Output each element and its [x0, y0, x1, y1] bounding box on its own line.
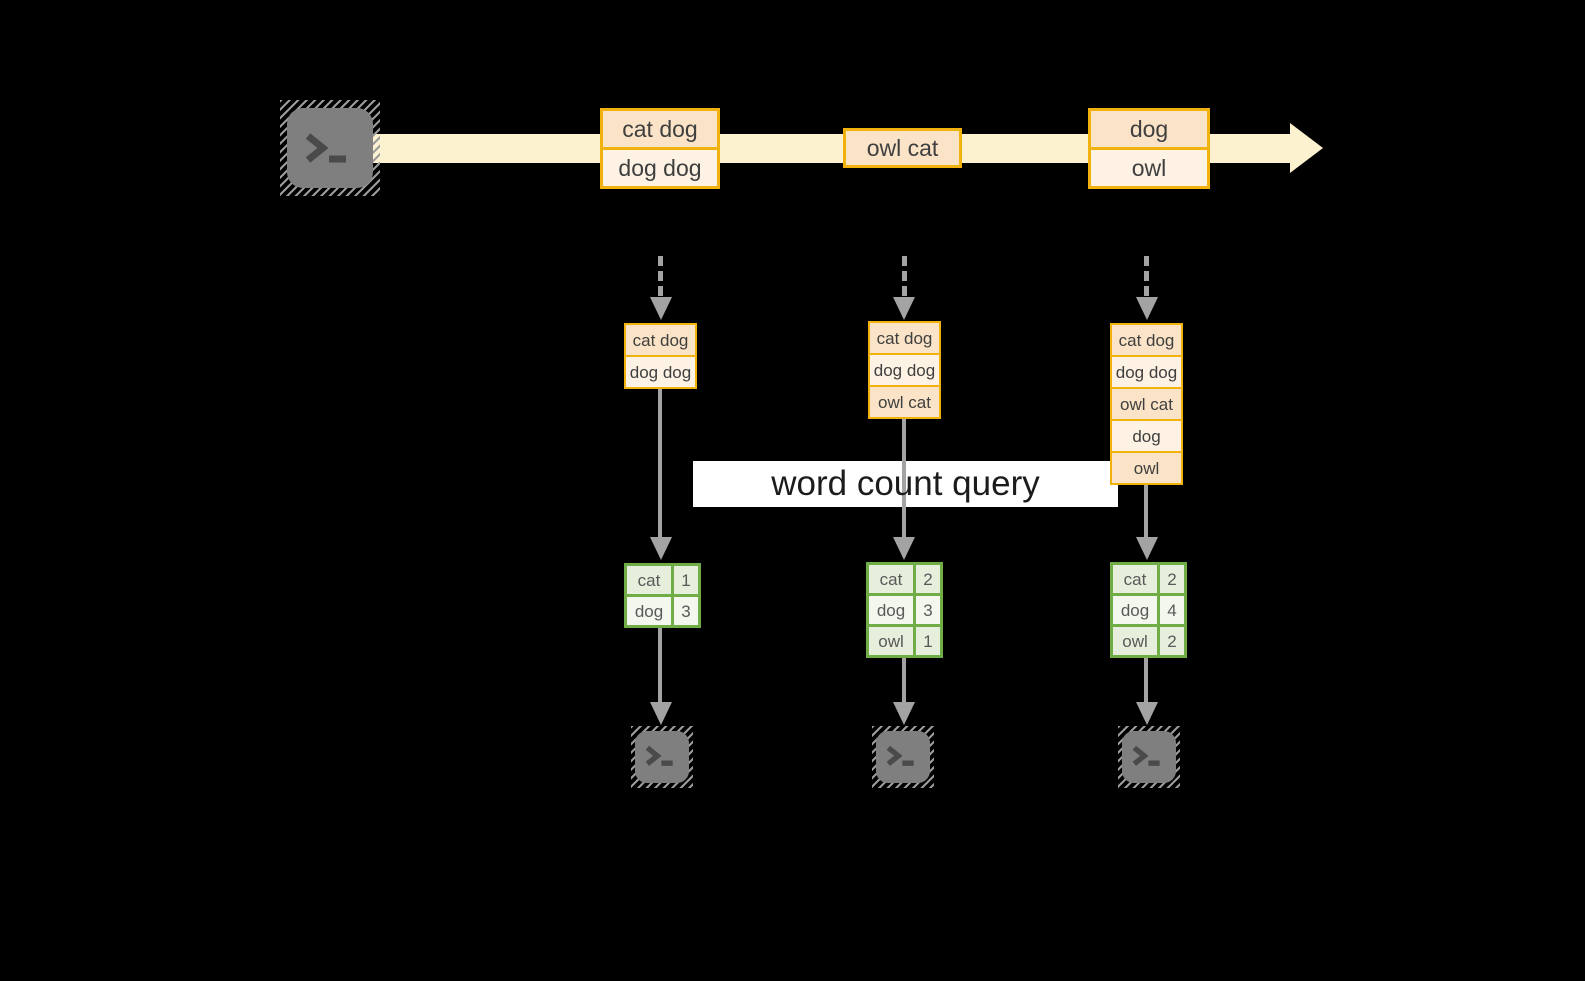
ingest-arrow-line-3: [1144, 256, 1149, 296]
query-arrowhead-icon: [1136, 537, 1158, 560]
count-word: dog: [869, 596, 913, 624]
count-word: dog: [627, 597, 671, 625]
output-arrow-line-2: [902, 658, 906, 703]
stream-arrowhead-icon: [1290, 123, 1323, 173]
count-value: 2: [916, 565, 940, 593]
buffer-row: cat dog: [870, 323, 939, 353]
count-value: 4: [1160, 596, 1184, 624]
count-word: cat: [1113, 565, 1157, 593]
terminal-prompt-icon: [886, 745, 914, 766]
buffer-row: dog dog: [870, 353, 939, 385]
buffer-row: owl: [1112, 451, 1181, 483]
message-line: owl: [1091, 147, 1207, 186]
buffer-stack-3: cat dog dog dog owl cat dog owl: [1110, 323, 1183, 485]
buffer-row: owl cat: [1112, 387, 1181, 419]
query-arrowhead-icon: [893, 537, 915, 560]
stream-message-1: cat dog dog dog: [600, 108, 720, 189]
ingest-arrowhead-icon: [1136, 297, 1158, 320]
ingest-arrowhead-icon: [650, 297, 672, 320]
message-line: dog: [1091, 111, 1207, 147]
ingest-arrow-line-2: [902, 256, 907, 296]
count-table-1: cat 1 dog 3: [624, 563, 701, 628]
query-banner-label: word count query: [771, 464, 1040, 503]
count-word: dog: [1113, 596, 1157, 624]
count-value: 3: [674, 597, 698, 625]
output-arrowhead-icon: [650, 702, 672, 725]
output-arrow-line-3: [1144, 658, 1148, 703]
buffer-row: dog dog: [626, 355, 695, 387]
count-table-3: cat 2 dog 4 owl 2: [1110, 562, 1187, 658]
count-value: 2: [1160, 627, 1184, 655]
ingest-arrow-line-1: [658, 256, 663, 296]
stream-message-3: dog owl: [1088, 108, 1210, 189]
ingest-arrowhead-icon: [893, 297, 915, 320]
sink-terminal-icon-3: [1118, 726, 1180, 788]
terminal-prompt-icon: [645, 745, 673, 766]
buffer-row: cat dog: [1112, 325, 1181, 355]
count-word: owl: [869, 627, 913, 655]
output-arrowhead-icon: [893, 702, 915, 725]
message-line: owl cat: [846, 131, 959, 165]
count-table-2: cat 2 dog 3 owl 1: [866, 562, 943, 658]
count-word: owl: [1113, 627, 1157, 655]
buffer-stack-2: cat dog dog dog owl cat: [868, 321, 941, 419]
count-word: cat: [869, 565, 913, 593]
stream-message-2: owl cat: [843, 128, 962, 168]
buffer-row: owl cat: [870, 385, 939, 417]
count-word: cat: [627, 566, 671, 594]
query-arrow-line-1: [658, 388, 662, 538]
query-arrow-line-3: [1144, 484, 1148, 537]
source-terminal-icon: [280, 100, 380, 196]
buffer-row: dog: [1112, 419, 1181, 451]
output-arrowhead-icon: [1136, 702, 1158, 725]
buffer-stack-1: cat dog dog dog: [624, 323, 697, 389]
message-line: cat dog: [603, 111, 717, 147]
message-line: dog dog: [603, 147, 717, 186]
query-banner-label-wrap: word count query: [693, 461, 1118, 507]
sink-terminal-icon-2: [872, 726, 934, 788]
count-value: 1: [674, 566, 698, 594]
output-arrow-line-1: [658, 628, 662, 703]
query-arrowhead-icon: [650, 537, 672, 560]
count-value: 3: [916, 596, 940, 624]
buffer-row: cat dog: [626, 325, 695, 355]
terminal-prompt-icon: [1132, 745, 1160, 766]
query-arrow-line-2: [902, 418, 906, 537]
buffer-row: dog dog: [1112, 355, 1181, 387]
sink-terminal-icon-1: [631, 726, 693, 788]
count-value: 2: [1160, 565, 1184, 593]
terminal-prompt-icon: [305, 133, 346, 163]
count-value: 1: [916, 627, 940, 655]
